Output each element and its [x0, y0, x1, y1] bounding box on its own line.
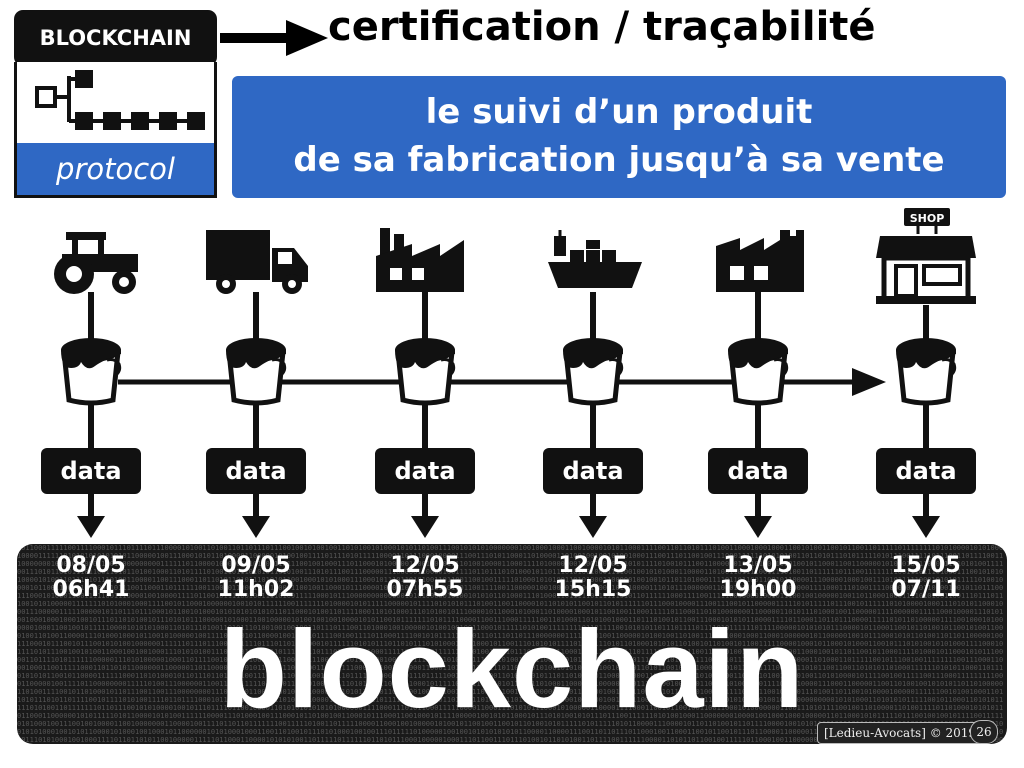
bucket-icon	[563, 338, 623, 403]
data-label: data	[543, 448, 643, 494]
page-title: certification / traçabilité	[328, 4, 876, 50]
page-number: 26	[970, 720, 998, 744]
arrow-down-icon	[242, 494, 270, 538]
timestamp-date: 12/05	[390, 553, 460, 578]
timestamp-date: 08/05	[56, 553, 126, 578]
timestamp-date: 13/05	[723, 553, 793, 578]
data-label: data	[41, 448, 141, 494]
block-tree-icon	[35, 70, 205, 130]
bucket-icon	[395, 338, 455, 403]
timestamp-date: 09/05	[221, 553, 291, 578]
arrow-down-icon	[579, 494, 607, 538]
tractor-icon	[54, 232, 138, 294]
timestamp-time: 11h02	[217, 577, 295, 602]
subtitle-box: le suivi d’un produit de sa fabrication …	[232, 76, 1006, 198]
header-arrow-icon	[220, 20, 328, 56]
arrow-down-icon	[744, 494, 772, 538]
truck-icon	[206, 230, 308, 294]
subtitle-line-2: de sa fabrication jusqu’à sa vente	[293, 140, 945, 180]
bucket-icon	[896, 338, 956, 403]
blockchain-word: blockchain	[219, 608, 805, 731]
bucket-icon	[226, 338, 286, 403]
factory-icon	[376, 228, 464, 292]
timestamp-date: 15/05	[891, 553, 961, 578]
timestamp-date: 12/05	[558, 553, 628, 578]
timestamp-time: 07h55	[386, 577, 464, 602]
blockchain-panel: 0011000111110011110001011101111011100001…	[17, 544, 1007, 744]
data-label: data	[708, 448, 808, 494]
bucket-icon	[728, 338, 788, 403]
subtitle-line-1: le suivi d’un produit	[425, 92, 813, 132]
protocol-label: protocol	[14, 143, 217, 198]
timestamp-time: 19h00	[719, 577, 797, 602]
timestamp-time: 06h41	[52, 577, 130, 602]
factory-icon	[716, 230, 804, 292]
timestamp-time: 07/11	[891, 577, 961, 602]
arrow-down-icon	[77, 494, 105, 538]
bucket-icon	[61, 338, 121, 403]
ship-icon	[548, 230, 642, 288]
data-label: data	[876, 448, 976, 494]
binary-texture: 0011000111110011110001011101111011100001…	[17, 544, 1004, 744]
shop-sign-text: SHOP	[910, 212, 945, 225]
timestamp-time: 15h15	[554, 577, 632, 602]
data-label: data	[375, 448, 475, 494]
copyright-label: [Ledieu-Avocats] © 2019	[817, 722, 984, 744]
arrow-down-icon	[411, 494, 439, 538]
data-label: data	[206, 448, 306, 494]
shop-icon	[876, 208, 976, 304]
flow-arrowhead	[852, 368, 886, 396]
arrow-down-icon	[912, 494, 940, 538]
blockchain-badge: BLOCKCHAIN	[14, 10, 217, 66]
